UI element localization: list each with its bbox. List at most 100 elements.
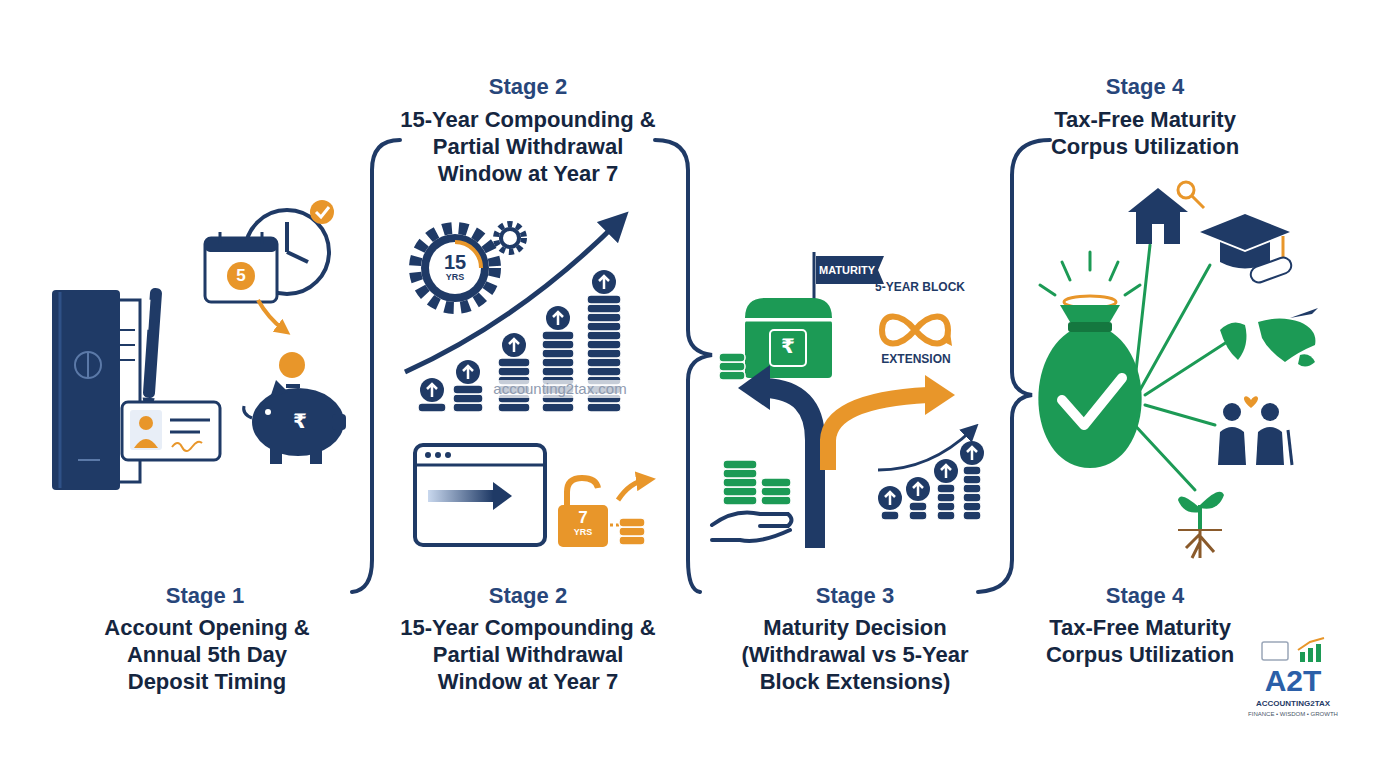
growth-marker [420, 378, 444, 402]
coin [587, 349, 621, 358]
coin [723, 487, 757, 496]
coin [587, 322, 621, 331]
coin [619, 518, 645, 527]
coin [719, 353, 745, 362]
growth-marker [599, 276, 609, 289]
coin [719, 371, 745, 380]
coin [498, 403, 530, 412]
coin [761, 496, 791, 505]
coin [963, 475, 981, 484]
coin [723, 469, 757, 478]
coin [542, 340, 574, 349]
growth-marker [427, 384, 437, 397]
coin [453, 403, 483, 412]
gear-unit: YRS [446, 272, 465, 283]
coin [761, 487, 791, 496]
growth-marker [553, 312, 563, 325]
stage-heading: Stage 4 [1106, 74, 1184, 100]
coin [587, 304, 621, 313]
lock-unit: YRS [574, 527, 593, 538]
growth-marker [934, 459, 958, 483]
stage-heading: Stage 2 [489, 74, 567, 100]
growth-marker [456, 360, 480, 384]
coin [963, 502, 981, 511]
coin [587, 358, 621, 367]
calendar-day: 5 [236, 266, 245, 286]
watermark: accounting2tax.com [490, 380, 629, 398]
coin [761, 478, 791, 487]
stage-title: Tax-Free Maturity Corpus Utilization [1028, 614, 1253, 668]
coin [619, 527, 645, 536]
flag-text: MATURITY [819, 263, 875, 277]
coin [963, 484, 981, 493]
coin [542, 349, 574, 358]
stage3-icons [712, 252, 984, 548]
coin [418, 403, 446, 412]
growth-marker [463, 366, 473, 379]
stage4-icons [1038, 182, 1318, 558]
growth-marker [509, 339, 519, 352]
icon-caption: 5-YEAR BLOCK [875, 280, 965, 295]
coin [909, 511, 927, 520]
stage1-icons [52, 200, 346, 490]
growth-marker [878, 486, 902, 510]
growth-marker [960, 441, 984, 465]
coin [963, 466, 981, 475]
coin [881, 511, 899, 520]
growth-marker [885, 492, 895, 505]
stage-title: 15-Year Compounding & Partial Withdrawal… [396, 614, 661, 695]
coin [937, 493, 955, 502]
stage-heading: Stage 4 [1106, 583, 1184, 609]
logo-tagline: FINANCE • WISDOM • GROWTH [1248, 710, 1338, 718]
icon-caption: EXTENSION [881, 352, 950, 367]
coin [963, 511, 981, 520]
coin [587, 295, 621, 304]
coin [453, 385, 483, 394]
coin [542, 367, 574, 376]
logo-name: ACCOUNTING2TAX [1256, 699, 1330, 709]
growth-marker [906, 477, 930, 501]
bracket [352, 140, 1050, 592]
coin [542, 403, 574, 412]
coin [937, 484, 955, 493]
coin [963, 493, 981, 502]
growth-marker [941, 465, 951, 478]
coin [719, 362, 745, 371]
coin [937, 511, 955, 520]
logo-text: A2T [1265, 664, 1322, 698]
stage-heading: Stage 2 [489, 583, 567, 609]
coin [587, 367, 621, 376]
coin [587, 340, 621, 349]
coin [587, 331, 621, 340]
coin [587, 313, 621, 322]
growth-marker [967, 447, 977, 460]
coin [723, 460, 757, 469]
coin [723, 478, 757, 487]
coin [937, 502, 955, 511]
coin [723, 496, 757, 505]
logo-mark [1262, 638, 1324, 662]
coin [542, 331, 574, 340]
coin [542, 358, 574, 367]
coin [587, 403, 621, 412]
growth-marker [913, 483, 923, 496]
coin [498, 358, 530, 367]
rupee-symbol: ₹ [293, 410, 307, 432]
stage-title: 15-Year Compounding & Partial Withdrawal… [396, 106, 661, 187]
growth-marker [592, 270, 616, 294]
stage-heading: Stage 3 [816, 583, 894, 609]
lock-number: 7 [578, 508, 587, 527]
stage-heading: Stage 1 [166, 583, 244, 609]
stage2-icons [405, 222, 646, 547]
rupee-symbol: ₹ [781, 335, 795, 357]
coin [498, 367, 530, 376]
growth-marker [546, 306, 570, 330]
coin [619, 536, 645, 545]
growth-marker [502, 333, 526, 357]
gear-number: 15 [444, 251, 466, 273]
coin [909, 502, 927, 511]
stage-title: Maturity Decision (Withdrawal vs 5-Year … [728, 614, 983, 695]
stage-title: Account Opening & Annual 5th Day Deposit… [102, 614, 312, 695]
coin [453, 394, 483, 403]
